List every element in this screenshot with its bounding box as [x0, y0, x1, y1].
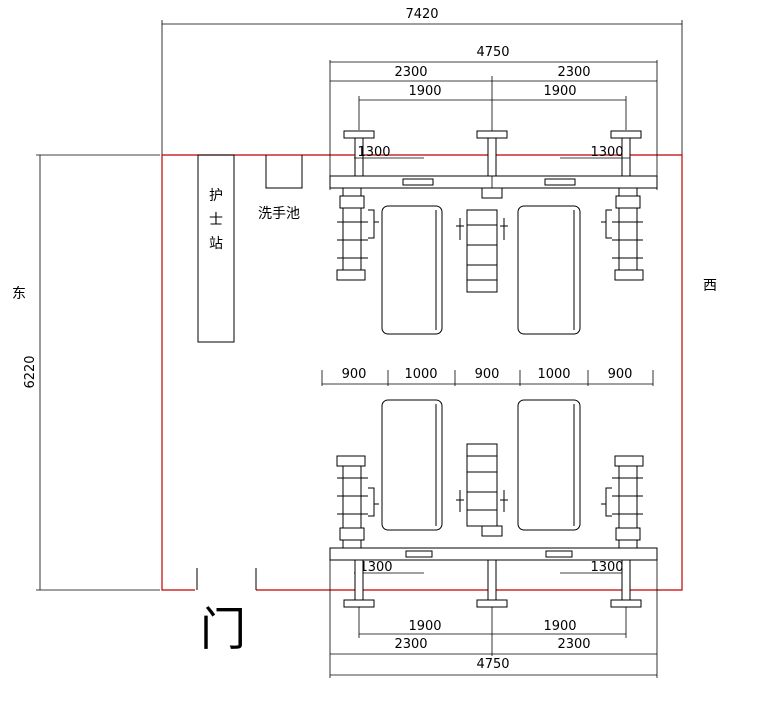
sink: 洗手池: [258, 155, 303, 222]
dim-top-right: 2300: [557, 65, 590, 80]
door-opening: [196, 568, 257, 590]
dim-top-total: 4750: [476, 45, 509, 60]
dim-overall-height-label: 6220: [23, 355, 38, 388]
dim-overall-width-label: 7420: [405, 7, 438, 22]
dim-gap-4: 1000: [537, 367, 570, 382]
dim-top-inner-right: 1900: [543, 84, 576, 99]
dim-bottom-inner-left: 1900: [408, 619, 441, 634]
dim-gap-1: 900: [342, 367, 367, 382]
dim-overall-height: 6220: [23, 154, 160, 591]
gap-dimensions: 900 1000 900 1000 900: [321, 367, 654, 386]
dim-bottom-inner-right: 1900: [543, 619, 576, 634]
east-label: 东: [12, 286, 26, 302]
dim-bottom-right: 2300: [557, 637, 590, 652]
dim-gap-5: 900: [608, 367, 633, 382]
dim-overall-width: 7420: [161, 7, 683, 155]
dim-gap-3: 900: [475, 367, 500, 382]
top-rail-assembly: 4750 2300 2300 1900 1900 1300 1300: [329, 45, 658, 335]
room-outline: [161, 154, 683, 591]
west-label: 西: [703, 278, 717, 294]
door-label: 门: [200, 602, 246, 656]
sink-label: 洗手池: [258, 206, 300, 222]
bottom-rail-assembly: 1300 1300 1900 1900 2300 2300 4750: [329, 399, 658, 678]
dim-top-left: 2300: [394, 65, 427, 80]
dim-bottom-short-left: 1300: [359, 560, 392, 575]
dim-bottom-total: 4750: [476, 657, 509, 672]
dim-bottom-short-right: 1300: [590, 560, 623, 575]
nurse-label-3: 站: [209, 236, 223, 252]
dim-bottom-left: 2300: [394, 637, 427, 652]
nurse-label-2: 士: [209, 212, 223, 228]
dim-gap-2: 1000: [404, 367, 437, 382]
dim-top-short-left: 1300: [357, 145, 390, 160]
dim-top-short-right: 1300: [590, 145, 623, 160]
nurse-label-1: 护: [209, 188, 223, 204]
dim-top-inner-left: 1900: [408, 84, 441, 99]
nurse-station: 护 士 站: [197, 154, 235, 343]
